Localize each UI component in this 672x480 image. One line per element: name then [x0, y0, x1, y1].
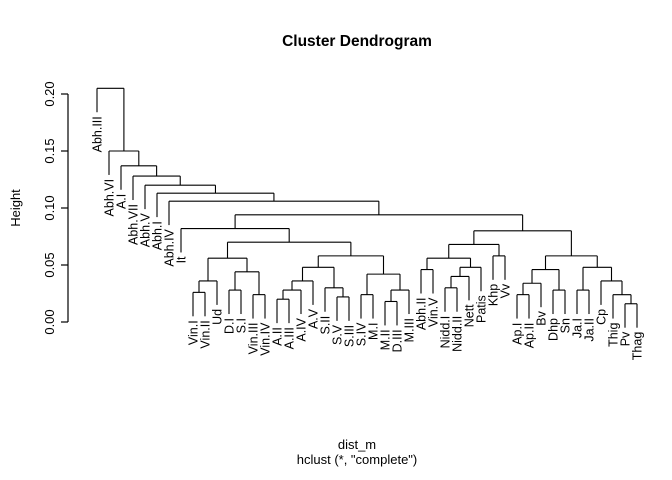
leaf-label: M.III — [403, 318, 417, 342]
y-axis-tick-label: 0.15 — [42, 138, 57, 163]
leaf-label: Abh.III — [91, 116, 105, 152]
y-axis-tick-label: 0.20 — [42, 81, 57, 106]
leaf-label: Abh.IV — [163, 228, 177, 266]
leaf-label: Patis — [475, 295, 489, 323]
leaf-label: Pv — [619, 331, 633, 346]
leaf-label: Khp — [487, 284, 501, 306]
x-axis-label: dist_m — [338, 437, 376, 452]
leaf-label: A.IV — [295, 317, 309, 341]
chart-title: Cluster Dendrogram — [282, 33, 432, 50]
y-axis: 0.00 0.05 0.10 0.15 0.20 — [42, 81, 69, 335]
leaf-label: Dhp — [547, 318, 561, 341]
leaf-label: Nidd.I — [439, 316, 453, 349]
leaf-label: Abh.VI — [103, 179, 117, 217]
y-axis-tick-label: 0.00 — [42, 309, 57, 334]
leaf-labels: Abh.III Abh.VIA.IAbh.VIIAbh.VAbh.IAbh.IVI… — [91, 116, 645, 360]
leaf-label: Ja.II — [583, 318, 597, 342]
y-axis-label: Height — [8, 189, 23, 227]
leaf-label: Bv — [535, 310, 549, 325]
leaf-label: S.V — [331, 324, 345, 345]
leaf-label: A.V — [307, 308, 321, 329]
leaf-label: Abh.VII — [127, 204, 141, 245]
dendrogram-tree — [96, 87, 638, 328]
leaf-label: Vv — [499, 283, 513, 298]
leaf-label: A.I — [115, 194, 129, 209]
leaf-label: S.III — [343, 325, 357, 347]
leaf-label: Vin.III — [247, 323, 261, 355]
leaf-label: Ap.II — [523, 323, 537, 349]
leaf-label: Ja.I — [571, 318, 585, 338]
y-axis-tick-label: 0.10 — [42, 195, 57, 220]
leaf-label: It — [175, 256, 189, 263]
leaf-label: Vin.IV — [259, 322, 273, 356]
leaf-label: Abh.V — [139, 212, 153, 247]
leaf-label: M.I — [367, 323, 381, 340]
leaf-label: Abh.II — [415, 298, 429, 331]
leaf-label: Abh.I — [151, 221, 165, 250]
leaf-label: Thig — [607, 323, 621, 347]
leaf-label: Ud — [211, 309, 225, 325]
leaf-label: Thag — [631, 332, 645, 361]
hclust-caption: hclust (*, "complete") — [297, 452, 418, 467]
leaf-label: Vin.V — [427, 297, 441, 327]
leaf-label: A.III — [283, 327, 297, 349]
leaf-label: S.IV — [355, 322, 369, 346]
leaf-label: Vin.I — [187, 320, 201, 345]
leaf-label: Cp — [595, 309, 609, 325]
y-axis-tick-label: 0.05 — [42, 252, 57, 277]
leaf-label: M.II — [379, 329, 393, 350]
leaf-label: Nidd.II — [451, 316, 465, 352]
leaf-label: D.I — [223, 318, 237, 334]
leaf-label: Ap.I — [511, 323, 525, 345]
leaf-label: Vin.II — [199, 320, 213, 348]
leaf-label: D.III — [391, 329, 405, 352]
leaf-label: Sn — [559, 318, 573, 333]
leaf-label: Nett — [463, 304, 477, 327]
leaf-label: S.II — [319, 316, 333, 335]
leaf-label: S.I — [235, 318, 249, 333]
leaf-label: A.II — [271, 327, 285, 346]
